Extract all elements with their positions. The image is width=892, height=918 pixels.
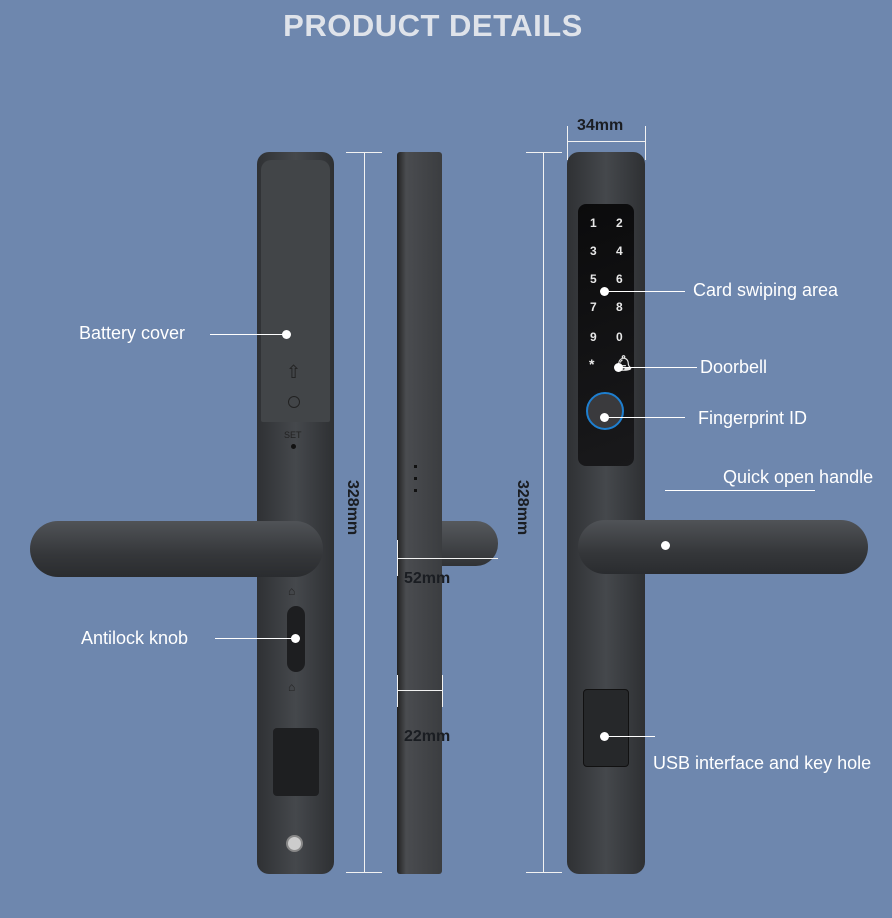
lock-icon: ⌂ <box>288 584 296 598</box>
leader-dot <box>291 634 300 643</box>
callout-card-swiping-area: Card swiping area <box>693 280 839 300</box>
leader-line <box>210 334 286 335</box>
dim-tick <box>442 675 443 707</box>
lock-front-view: 1 2 3 4 5 6 7 8 9 0 * 🔔︎ <box>567 152 645 874</box>
callout-quick-open-handle: Quick open handle <box>723 467 874 487</box>
height-dimension-left: 328mm <box>344 480 361 536</box>
leader-line <box>215 638 295 639</box>
keypad-key[interactable]: 6 <box>616 272 623 286</box>
fingerprint-sensor[interactable] <box>586 392 624 430</box>
dim-tick <box>526 872 562 873</box>
callout-antilock-knob: Antilock knob <box>81 628 189 648</box>
keypad-key[interactable]: 4 <box>616 244 623 258</box>
key-cover <box>273 728 319 796</box>
dim-tick <box>645 126 646 160</box>
arrow-up-icon: ⇧ <box>286 362 302 382</box>
keypad-key[interactable]: 8 <box>616 300 623 314</box>
leader-dot <box>661 541 670 550</box>
keypad-key[interactable]: 5 <box>590 272 597 286</box>
leader-dot <box>600 732 609 741</box>
keypad-key[interactable]: 7 <box>590 300 597 314</box>
keypad-key[interactable]: 9 <box>590 330 597 344</box>
dim-tick <box>397 540 398 576</box>
side-handle-stub <box>442 521 498 566</box>
lock-side-view <box>397 152 442 874</box>
keypad-key[interactable]: 2 <box>616 216 623 230</box>
back-handle[interactable] <box>30 521 323 577</box>
indicator-dots <box>414 465 417 495</box>
usb-cover[interactable] <box>583 689 629 767</box>
leader-dot <box>600 413 609 422</box>
keypad-key[interactable]: 3 <box>590 244 597 258</box>
keypad-panel: 1 2 3 4 5 6 7 8 9 0 * 🔔︎ <box>578 204 634 466</box>
keypad-key[interactable]: 1 <box>590 216 597 230</box>
dim-line <box>397 690 442 691</box>
dim-tick <box>567 126 568 160</box>
leader-line <box>605 291 685 292</box>
set-button[interactable] <box>291 444 296 449</box>
callout-usb-interface: USB interface and key hole <box>653 753 872 773</box>
keypad-key[interactable]: * <box>589 356 595 372</box>
keypad-key[interactable]: 0 <box>616 330 623 344</box>
callout-battery-cover: Battery cover <box>79 323 186 343</box>
dim-tick <box>346 152 382 153</box>
leader-dot <box>600 287 609 296</box>
callout-fingerprint-id: Fingerprint ID <box>698 408 808 428</box>
thickness-dimension: 22mm <box>404 728 451 745</box>
leader-line <box>665 490 815 546</box>
callout-doorbell: Doorbell <box>700 357 768 377</box>
set-label: SET <box>284 430 302 440</box>
quick-open-handle[interactable] <box>578 520 868 574</box>
dim-line <box>397 558 498 559</box>
width-dimension: 34mm <box>577 117 624 134</box>
handle-depth-dimension: 52mm <box>404 570 451 587</box>
leader-dot <box>614 363 623 372</box>
dim-line <box>364 152 365 872</box>
leader-line <box>605 736 655 737</box>
dim-line <box>567 141 645 142</box>
leader-line <box>605 417 685 418</box>
lock-back-view: ⇧ SET ⌂ ⌂ <box>257 152 334 874</box>
dim-tick <box>346 872 382 873</box>
dim-line <box>543 152 544 872</box>
screw-icon <box>288 396 300 408</box>
leader-dot <box>282 330 291 339</box>
screw-icon <box>286 835 303 852</box>
dim-tick <box>397 675 398 707</box>
battery-cover <box>261 160 330 422</box>
unlock-icon: ⌂ <box>288 680 296 694</box>
leader-line <box>619 367 697 368</box>
height-dimension-right: 328mm <box>514 480 531 536</box>
page-title: PRODUCT DETAILS <box>283 8 583 43</box>
dim-tick <box>526 152 562 153</box>
